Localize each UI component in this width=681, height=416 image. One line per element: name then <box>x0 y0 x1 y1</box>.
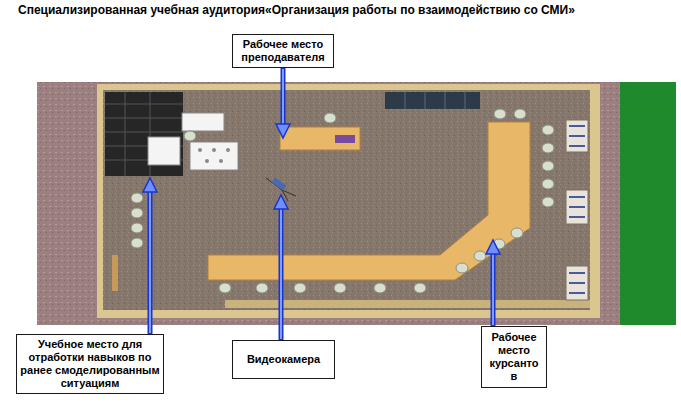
room-floor <box>103 90 590 310</box>
door <box>112 255 118 291</box>
small-table <box>182 113 224 131</box>
chair <box>131 238 143 248</box>
callout-box: Рабочее место преподавателя <box>232 34 334 68</box>
callout-text: Рабочее место курсанто в <box>486 331 542 383</box>
windows <box>566 120 588 300</box>
bookshelf <box>105 92 183 176</box>
leader-arrow <box>281 68 286 124</box>
leader-arrow <box>280 209 282 339</box>
small-table <box>148 137 180 165</box>
small-table <box>190 142 238 170</box>
table-items <box>198 148 230 163</box>
chair <box>511 228 523 238</box>
teacher-desk <box>280 127 360 150</box>
chair <box>131 208 143 218</box>
callout-box: Учебное место для отработки навыков по р… <box>16 334 164 394</box>
leader-arrow <box>486 240 500 254</box>
callout-text: Рабочее место преподавателя <box>237 38 329 64</box>
outside-ground <box>37 82 620 325</box>
chair <box>131 193 143 203</box>
chair <box>514 109 526 119</box>
student-desk <box>208 122 530 280</box>
chair <box>374 283 386 293</box>
leader-arrow <box>143 178 157 192</box>
leader-arrow <box>279 209 284 340</box>
green-area <box>620 82 676 325</box>
leader-arrow <box>491 254 496 326</box>
leader-arrow <box>149 192 151 333</box>
diagram-title: Специализированная учебная аудитория«Орг… <box>18 3 575 17</box>
callout-text: Видеокамера <box>237 353 330 366</box>
chair <box>334 283 346 293</box>
callout-box: Видеокамера <box>232 340 335 379</box>
chair <box>542 179 554 189</box>
leader-arrow <box>492 254 494 325</box>
chair <box>474 251 486 261</box>
chair <box>542 143 554 153</box>
desk-item <box>335 135 355 143</box>
chair <box>456 263 468 273</box>
leader-arrow <box>276 124 290 138</box>
chair <box>294 283 306 293</box>
chair <box>219 283 231 293</box>
chair <box>256 283 268 293</box>
chair <box>542 197 554 207</box>
chair <box>414 283 426 293</box>
bookshelf-lines <box>405 92 465 109</box>
chair <box>542 125 554 135</box>
chair <box>131 223 143 233</box>
leader-arrow <box>282 69 284 124</box>
bookshelf <box>385 92 480 109</box>
chair <box>494 109 506 119</box>
room-walls <box>97 84 600 318</box>
leader-arrow <box>274 195 288 209</box>
leader-arrow <box>148 192 153 334</box>
callout-text: Учебное место для отработки навыков по р… <box>20 338 160 390</box>
chair <box>542 161 554 171</box>
chair <box>184 131 196 141</box>
bookshelf-lines <box>105 92 183 176</box>
chair <box>324 113 336 123</box>
callout-box: Рабочее место курсанто в <box>481 326 547 388</box>
